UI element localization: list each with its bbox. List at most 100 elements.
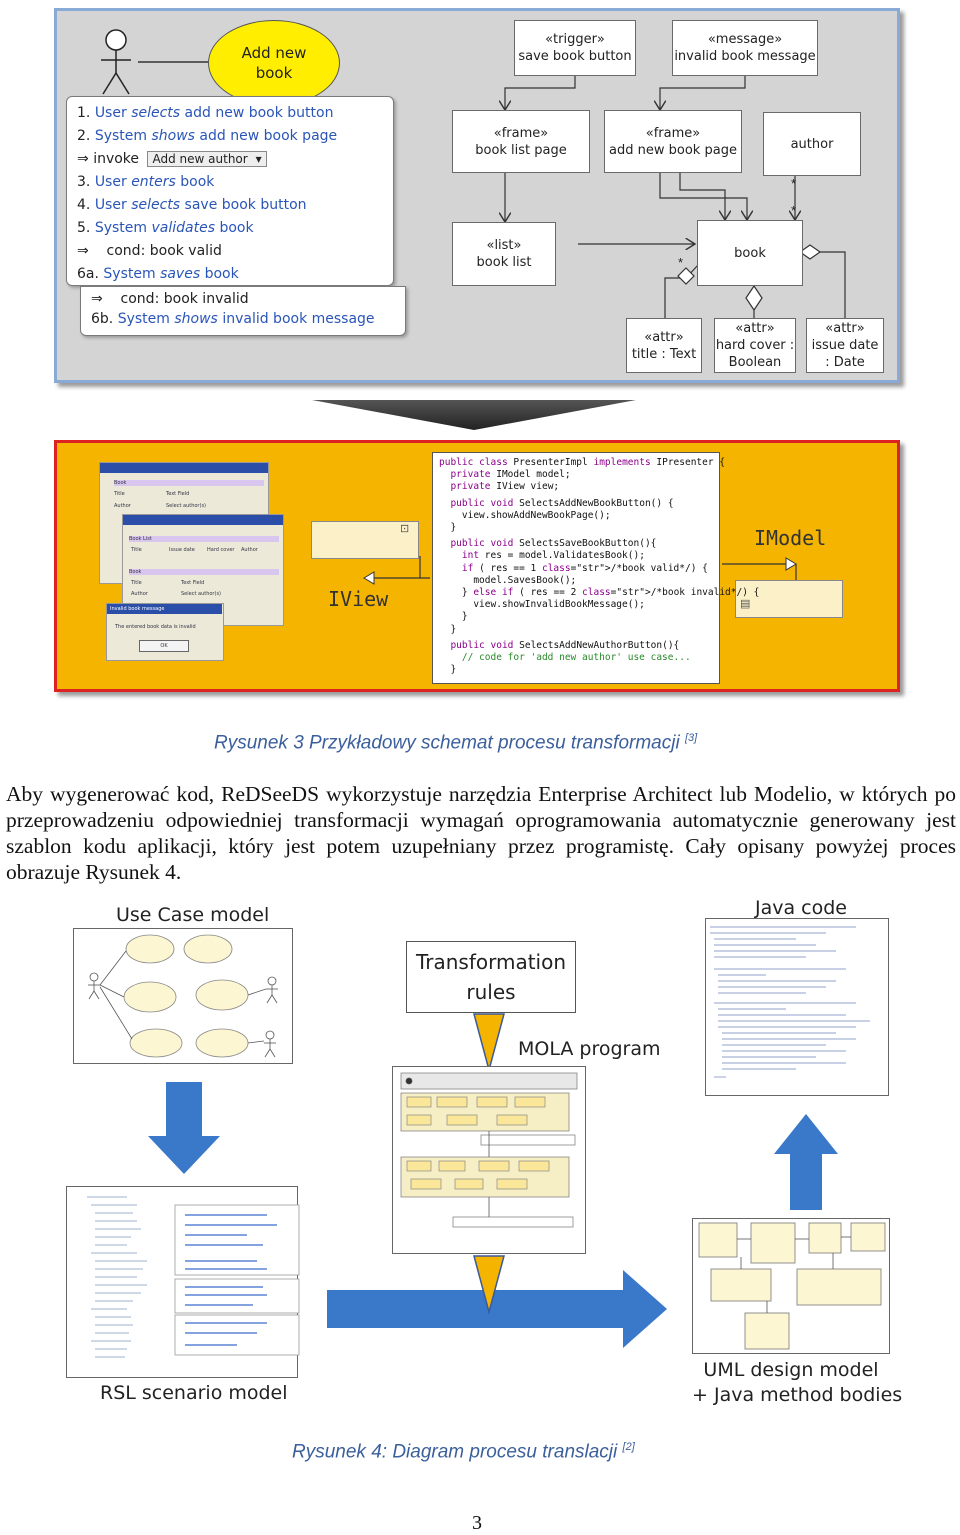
java-code-image: [705, 918, 889, 1096]
iview-stub: [311, 521, 419, 559]
uml-thumbnail: [698, 1222, 886, 1350]
col-title: Title: [131, 547, 142, 553]
book-form-title-label: Title: [114, 491, 125, 497]
code-line: }: [439, 611, 468, 623]
attr-hardcover-box: «attr» hard cover : Boolean: [714, 318, 796, 373]
code-line: model.SavesBook();: [439, 574, 577, 586]
down-arrow: [148, 1082, 220, 1174]
figure3-caption-ref: [3]: [684, 732, 698, 744]
book-section: Book: [129, 569, 279, 575]
window-titlebar: [123, 515, 283, 525]
col-author: Author: [241, 547, 258, 553]
invalid-message-window: Invalid book message The entered book da…: [106, 603, 224, 661]
java-code-label: Java code: [755, 897, 847, 919]
col-hardcover: Hard cover: [207, 547, 235, 553]
book-list-title: Book List: [129, 536, 279, 542]
w2-title-field: Text Field: [181, 580, 205, 586]
list-box: «list» book list: [452, 222, 556, 286]
uml-design-image: [692, 1218, 890, 1354]
code-line: }: [439, 522, 457, 534]
multiplicity-star-1: *: [791, 176, 797, 191]
iview-arrow: [363, 556, 430, 585]
step-5: 5. System validates book: [77, 220, 254, 236]
book-form-title-field: Text Field: [166, 491, 190, 497]
code-line: public void SelectsAddNewBookButton() {: [450, 497, 674, 509]
code-line: // code for 'add new author' use case...: [439, 652, 691, 664]
step-3: 3. User enters book: [77, 174, 215, 190]
iview-label: IView: [328, 587, 389, 611]
w2-author-label: Author: [131, 591, 148, 597]
rules-arrow: [473, 1013, 505, 1073]
book-form-title: Book: [114, 480, 264, 486]
book-form-author-field: Select author(s): [166, 503, 206, 509]
figure3-caption: Rysunek 3 Przykładowy schemat procesu tr…: [214, 732, 697, 754]
code-line: if ( res == 1 class="str">/*book valid*/…: [461, 562, 708, 574]
uml-connectors: [440, 76, 846, 320]
use-case-diagram-thumbnail: [88, 934, 278, 1058]
multiplicity-star-2: *: [791, 203, 797, 218]
message-title: Invalid book message: [107, 604, 222, 614]
code-line: public void SelectsAddNewAuthorButton(){: [450, 639, 680, 651]
step-4: 4. User selects save book button: [77, 197, 307, 213]
frame-add-book-box: «frame» add new book page: [604, 110, 742, 173]
component-icon: ⊡: [400, 523, 410, 535]
step-6b: 6b. System shows invalid book message: [91, 311, 375, 327]
alt-steps: ⇒ cond: book invalid 6b. System shows in…: [80, 286, 406, 336]
book-form-author-label: Author: [114, 503, 131, 509]
imodel-stub: [735, 580, 843, 618]
presenter-code: public class PresenterImpl implements IP…: [432, 452, 760, 684]
association-line: [138, 61, 213, 63]
frame-book-list-box: «frame» book list page: [452, 110, 590, 173]
use-case-model-image: [73, 928, 293, 1064]
transformation-rules-text: Transformation rules: [415, 950, 567, 1004]
author-box: author: [763, 112, 861, 176]
multiplicity-star-3: *: [678, 255, 684, 270]
message-text: The entered book data is invalid: [115, 624, 196, 630]
code-line: private IModel model;: [450, 469, 571, 481]
rsl-thumbnail: [87, 1196, 300, 1358]
add-book-title: Add new book: [241, 44, 307, 82]
book-box: book: [697, 220, 803, 286]
code-line: view.showInvalidBookMessage();: [439, 599, 645, 611]
imodel-label: IModel: [754, 526, 827, 550]
author-dropdown[interactable]: Add new author▾: [147, 151, 267, 167]
code-line: public class PresenterImpl implements IP…: [439, 457, 726, 468]
rsl-scenario-image: [66, 1186, 300, 1378]
code-line: int res = model.ValidatesBook();: [461, 550, 645, 562]
step-2: 2. System shows add new book page: [77, 128, 338, 144]
transformation-rules-box: Transformation rules: [406, 941, 576, 1013]
attr-issue-date-box: «attr» issue date : Date: [806, 318, 884, 373]
code-line: } else if ( res == 2 class="str">/*book …: [439, 587, 760, 599]
right-arrow: [327, 1270, 667, 1348]
step-invoke: ⇒ invoke Add new author▾: [77, 151, 267, 167]
mola-down-arrow: [473, 1255, 505, 1315]
mola-program-image: [392, 1066, 586, 1254]
page-number: 3: [472, 1512, 482, 1534]
transformation-arrow: [312, 400, 636, 430]
use-case-model-label: Use Case model: [116, 904, 270, 926]
code-line: }: [439, 664, 457, 676]
step-cond-invalid: ⇒ cond: book invalid: [91, 291, 249, 307]
code-line: private IView view;: [450, 481, 560, 493]
chevron-down-icon: ▾: [255, 152, 262, 166]
java-code-thumbnail: [710, 926, 870, 1078]
attr-title-box: «attr» title : Text: [626, 318, 702, 373]
figure4-caption-text: Rysunek 4: Diagram procesu translacji: [292, 1441, 618, 1463]
trigger-box: «trigger» save book button: [514, 20, 636, 76]
actor-icon: [101, 29, 131, 95]
step-1: 1. User selects add new book button: [77, 105, 334, 121]
figure4-caption-ref: [2]: [622, 1441, 635, 1453]
up-arrow: [774, 1114, 838, 1210]
step-6a: 6a. System saves book: [77, 266, 239, 282]
figure3-caption-text: Rysunek 3 Przykładowy schemat procesu tr…: [214, 732, 680, 754]
code-line: public void SelectsSaveBookButton(){: [450, 538, 657, 550]
w2-author-field: Select author(s): [181, 591, 221, 597]
code-line: view.showAddNewBookPage();: [439, 509, 611, 521]
mola-thumbnail: [400, 1072, 578, 1228]
rsl-scenario-label: RSL scenario model: [100, 1382, 288, 1404]
imodel-arrow: [722, 557, 797, 580]
ok-button[interactable]: OK: [139, 640, 189, 652]
window-titlebar: [100, 463, 268, 473]
mola-program-label: MOLA program: [518, 1038, 661, 1060]
add-book-use-case: Add new book: [208, 20, 340, 106]
